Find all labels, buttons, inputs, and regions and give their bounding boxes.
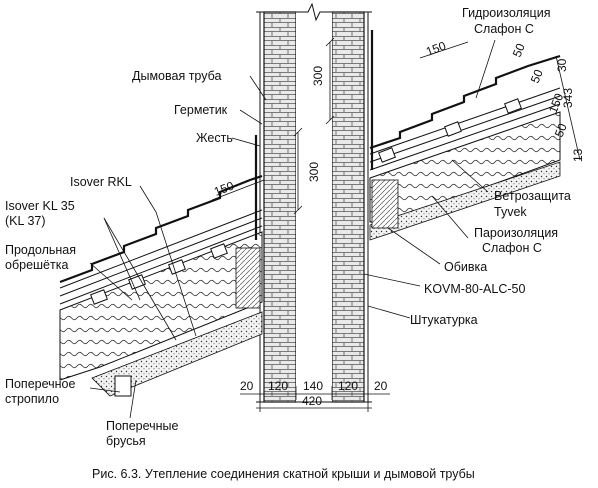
label-tin: Жесть <box>196 131 233 145</box>
figure-caption: Рис. 6.3. Утепление соединения скатной к… <box>92 467 475 481</box>
dim-r343: 343 <box>561 88 575 108</box>
label-wind-1: Ветрозащита <box>494 189 571 203</box>
dim-b20b: 20 <box>374 379 388 393</box>
label-waterproofing-2: Слафон С <box>474 22 534 36</box>
label-transverse-bars-1: Поперечные <box>106 419 179 433</box>
break-mark-top <box>256 2 372 22</box>
dim-r50b: 50 <box>528 67 546 85</box>
label-chimney: Дымовая труба <box>132 69 221 83</box>
label-sealant: Герметик <box>174 103 228 117</box>
right-roof <box>369 30 561 241</box>
dim-b420: 420 <box>302 394 322 408</box>
label-transverse-bars-2: брусья <box>106 434 146 448</box>
dim-r13: 13 <box>571 148 585 162</box>
label-transverse-rafter-1: Поперечное <box>5 377 76 391</box>
dim-150-left: 150 <box>212 178 236 198</box>
label-isover-rkl: Isover RKL <box>70 175 132 189</box>
chimney-left-wall <box>263 11 297 403</box>
dim-b120a: 120 <box>268 379 288 393</box>
label-isover-kl37: (KL 37) <box>5 214 46 228</box>
dim-r30: 30 <box>555 58 569 72</box>
label-lining: Обивка <box>444 260 487 274</box>
right-lining <box>369 161 561 241</box>
label-longitudinal-2: обрешётка <box>5 258 68 272</box>
dim-150-right: 150 <box>424 38 448 58</box>
label-longitudinal-1: Продольная <box>5 243 76 257</box>
left-roof <box>59 135 263 397</box>
label-vapor-1: Пароизоляция <box>474 226 558 240</box>
chimney-right-wall <box>331 11 365 403</box>
chimney <box>256 2 372 403</box>
label-isover-kl35: Isover KL 35 <box>5 199 75 213</box>
left-insulation <box>59 231 263 381</box>
dim-b20a: 20 <box>240 379 254 393</box>
dim-300-mid: 300 <box>307 162 321 182</box>
label-kovm: KOVM-80-ALC-50 <box>424 282 525 296</box>
label-transverse-rafter-2: стропило <box>5 392 59 406</box>
leader-lines <box>89 39 496 419</box>
left-rafter <box>114 375 132 397</box>
label-plaster: Штукатурка <box>410 313 478 327</box>
flue <box>296 12 332 402</box>
left-roof-tiles <box>59 174 263 284</box>
dim-b120b: 120 <box>338 379 358 393</box>
dim-300-top: 300 <box>311 66 325 86</box>
dim-r50a: 50 <box>510 41 528 59</box>
right-roof-tiles <box>369 54 561 150</box>
label-vapor-2: Слафон С <box>482 241 542 255</box>
dim-b140: 140 <box>303 379 323 393</box>
label-waterproofing-1: Гидроизоляция <box>462 6 550 20</box>
dim-r50c: 50 <box>552 121 570 139</box>
dimension-lines <box>211 37 581 412</box>
label-wind-2: Tyvek <box>494 205 527 219</box>
